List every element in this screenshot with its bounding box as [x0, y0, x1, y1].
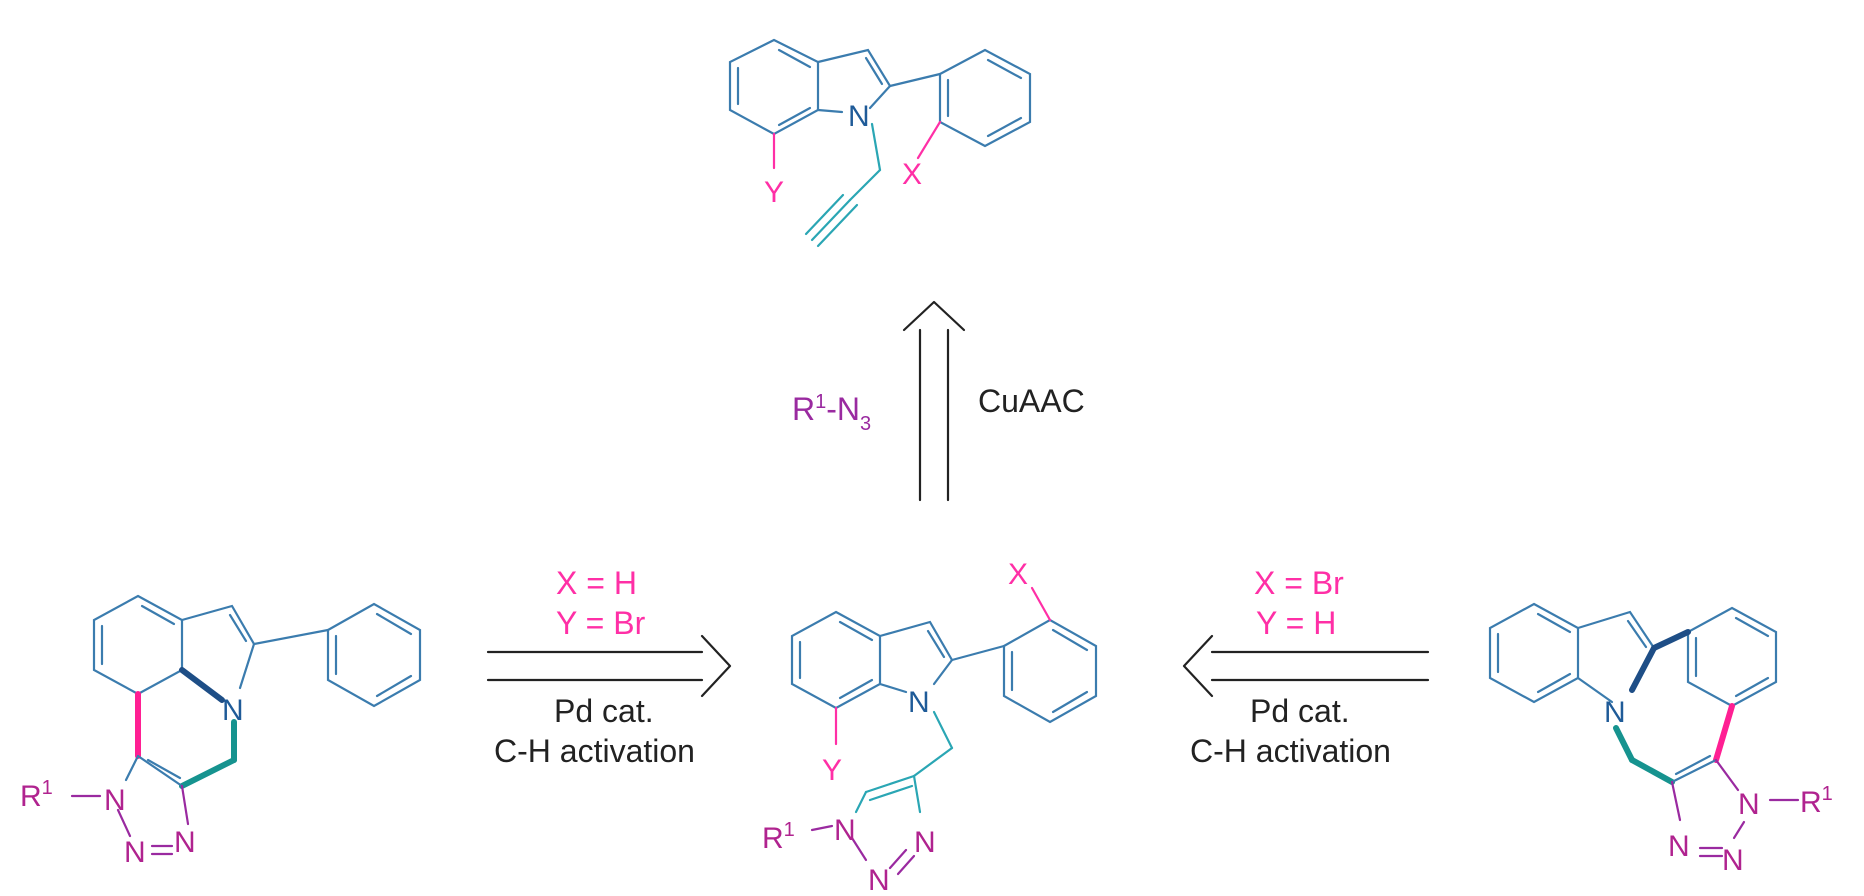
left-indole-benzene-ring — [92, 594, 184, 696]
retro-arrow-right — [1182, 634, 1430, 698]
right-triazole-n1: N — [1738, 788, 1760, 821]
top-molecule: N Y X — [728, 38, 1032, 248]
left-indole-nitrogen: N — [222, 694, 244, 727]
retro-arrow-vertical — [902, 300, 966, 502]
top-indole-benzene-ring — [728, 38, 820, 136]
center-triazole-n2: N — [868, 864, 890, 896]
label-cuaac: CuAAC — [978, 383, 1085, 419]
left-triazole-n3: N — [174, 826, 196, 859]
top-substituent-y: Y — [764, 176, 784, 209]
center-r1-group: R1 — [762, 819, 795, 855]
center-triazole-n3: N — [914, 826, 936, 859]
right-triazole-n2: N — [1668, 830, 1690, 863]
center-pyrrole-ring — [878, 620, 954, 662]
right-catalyst: Pd cat. — [1250, 693, 1350, 729]
center-substituent-y: Y — [822, 754, 842, 787]
left-condition-x: X = H — [556, 565, 637, 601]
center-indole-nitrogen: N — [908, 686, 930, 719]
center-substituent-x: X — [1008, 558, 1028, 591]
retro-arrow-left — [486, 634, 732, 698]
right-indole-benzene-ring — [1488, 602, 1580, 704]
right-phenyl-ring — [1686, 606, 1778, 708]
center-indole-benzene-ring — [790, 610, 882, 710]
right-pyrrole-ring — [1576, 610, 1656, 650]
right-r1-group: R1 — [1800, 783, 1833, 819]
right-condition-x: X = Br — [1254, 565, 1344, 601]
right-product: N N N N R1 — [1488, 602, 1833, 877]
top-indole-nitrogen: N — [848, 100, 870, 133]
left-catalyst: Pd cat. — [554, 693, 654, 729]
left-phenyl-ring — [326, 602, 422, 708]
right-method: C-H activation — [1190, 733, 1391, 769]
left-triazole-n2: N — [124, 836, 146, 869]
center-triazole-n1: N — [834, 814, 856, 847]
left-product: N N N N R1 — [20, 594, 422, 869]
left-triazole-n1: N — [104, 784, 126, 817]
top-phenyl-ring — [938, 48, 1032, 148]
left-method: C-H activation — [494, 733, 695, 769]
reagent-azide: R1-N3 — [792, 391, 871, 435]
center-molecule: N X Y N N N R1 — [762, 558, 1098, 896]
right-indole-nitrogen: N — [1604, 696, 1626, 729]
center-phenyl-ring — [1002, 618, 1098, 724]
left-pyrrole-ring — [180, 604, 256, 646]
top-pyrrole-ring — [816, 48, 892, 88]
top-substituent-x: X — [902, 158, 922, 191]
right-triazole-n3: N — [1722, 844, 1744, 877]
left-r1-group: R1 — [20, 777, 53, 813]
right-condition-y: Y = H — [1256, 605, 1336, 641]
left-condition-y: Y = Br — [556, 605, 646, 641]
